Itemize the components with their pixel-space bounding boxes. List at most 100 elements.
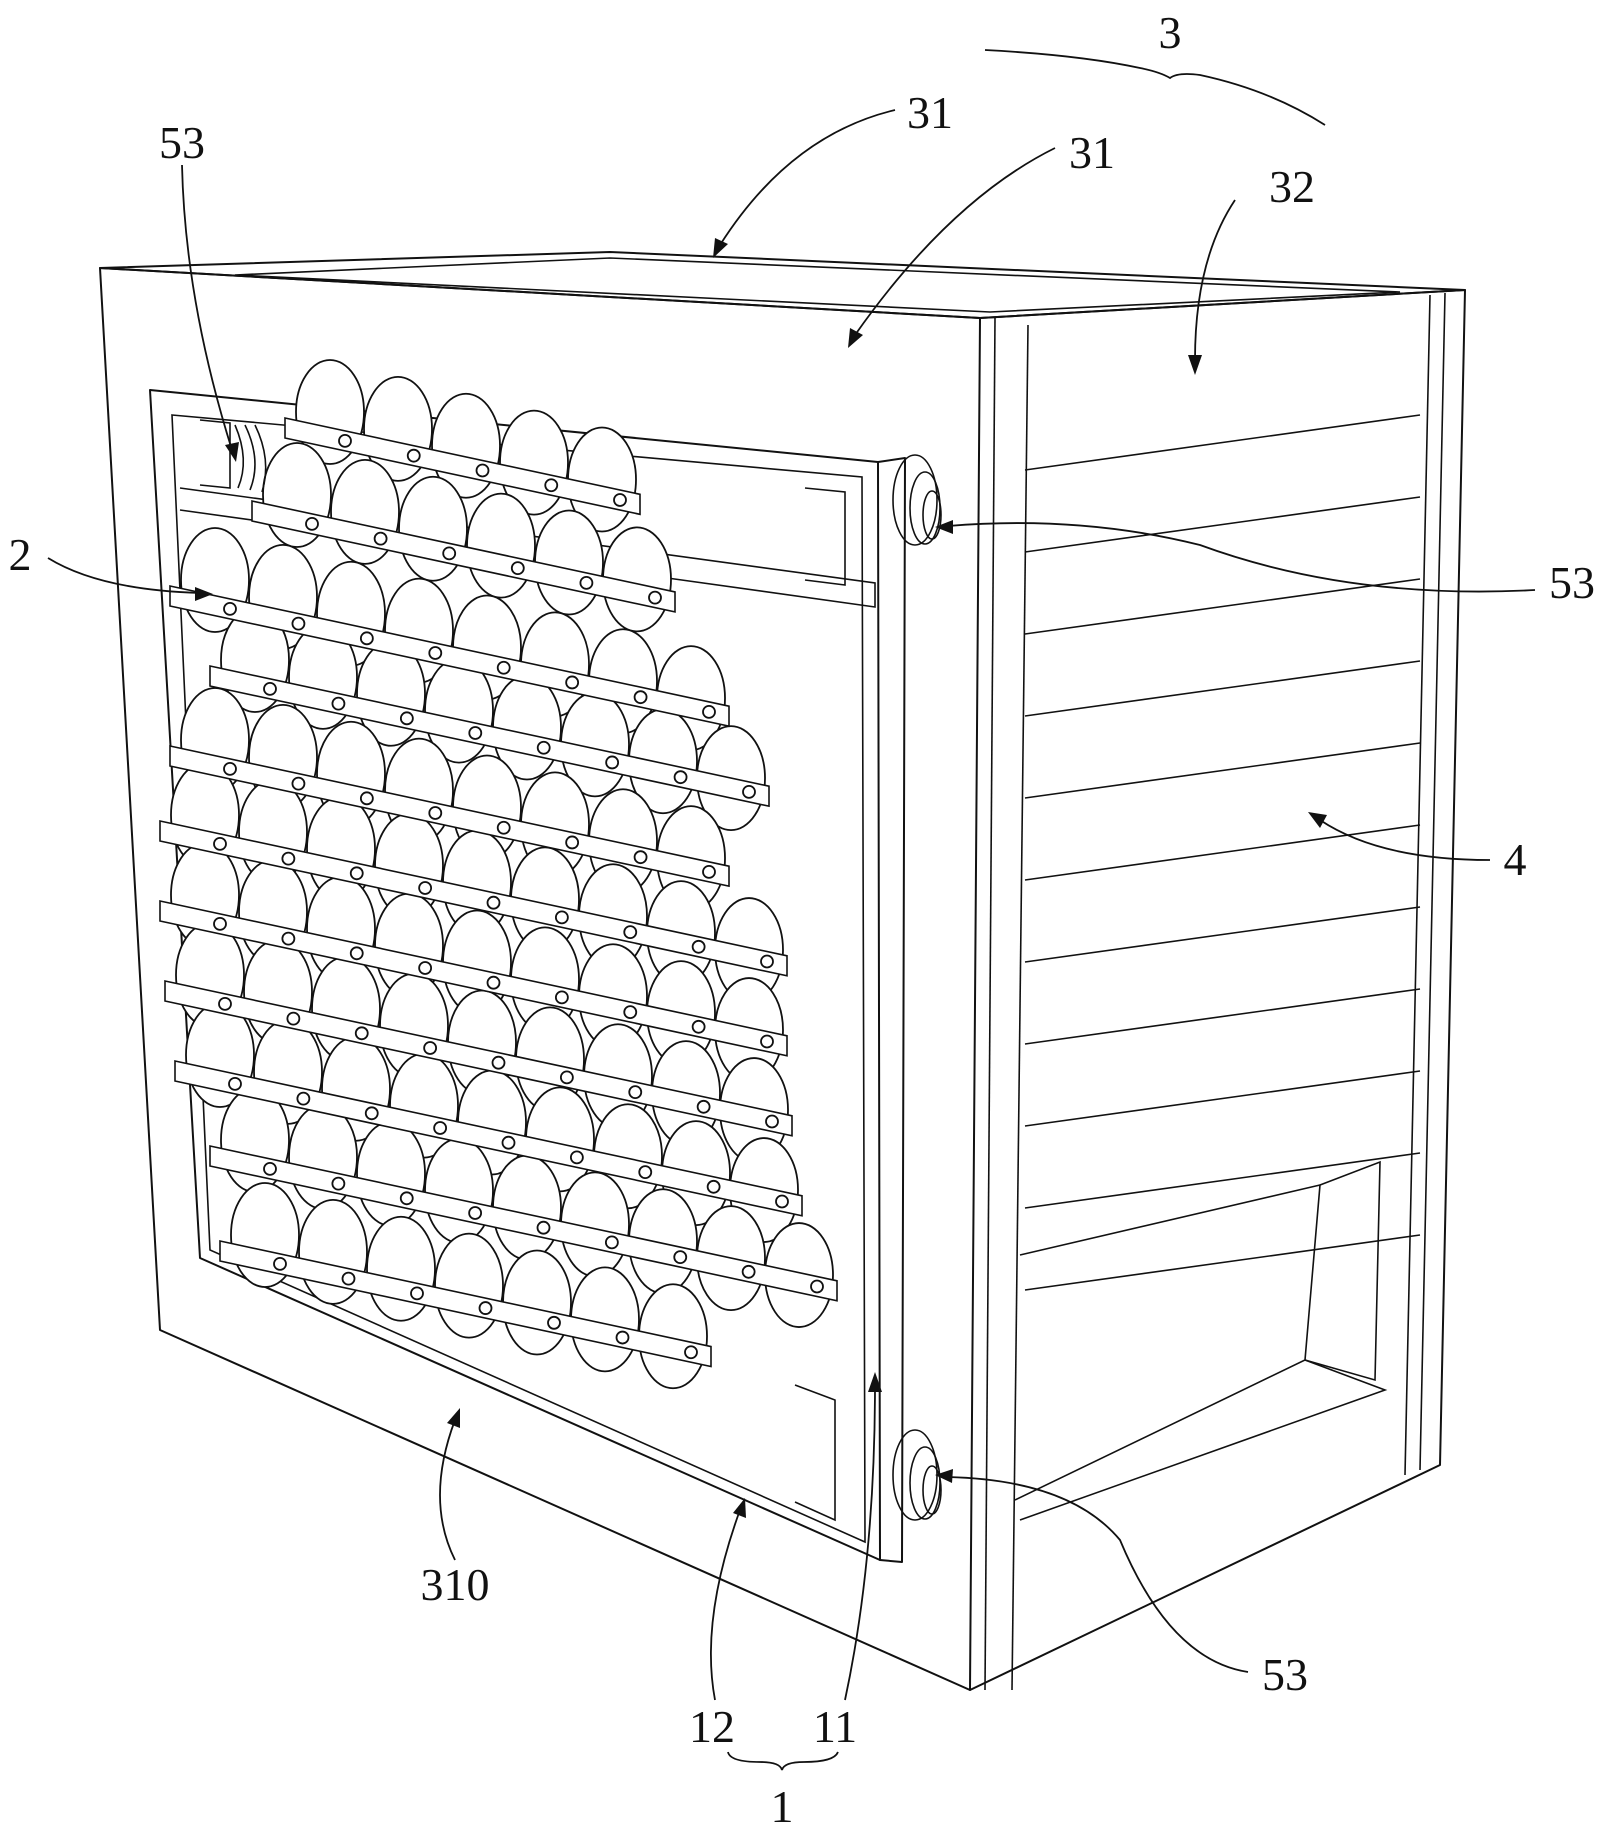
bar-rivet (545, 479, 557, 491)
louvre-slat (1025, 825, 1420, 880)
bar-rivet (274, 1258, 286, 1270)
corner-block-top-right (805, 488, 845, 585)
housing-right-frame-2 (1420, 293, 1445, 1470)
bar-rivet (264, 683, 276, 695)
opening-inner-edge (1305, 1162, 1380, 1380)
bar-rivet (480, 1302, 492, 1314)
bar-rivet (703, 706, 715, 718)
bar-rivet (306, 518, 318, 530)
bar-rivet (685, 1346, 697, 1358)
bar-rivet (606, 1236, 618, 1248)
leader-310 (440, 1420, 455, 1560)
bar-rivet (469, 1207, 481, 1219)
bar-rivet (703, 866, 715, 878)
arrow-32 (1188, 355, 1202, 375)
arrow-12 (733, 1498, 746, 1518)
label-53-right-lower: 53 (1262, 1649, 1308, 1700)
louvre-slat (1025, 1153, 1420, 1208)
label-31-b: 31 (1069, 127, 1115, 178)
louvre-slat (1025, 661, 1420, 716)
bar-rivet (556, 911, 568, 923)
label-2: 2 (9, 529, 32, 580)
bar-rivet (561, 1071, 573, 1083)
bar-rivet (443, 547, 455, 559)
bar-rivet (332, 1178, 344, 1190)
bar-rivet (624, 1006, 636, 1018)
bar-rivet (408, 450, 420, 462)
louvre-slat (1025, 989, 1420, 1044)
label-3: 3 (1159, 7, 1182, 58)
leader-31a (720, 110, 895, 245)
lower-opening (1015, 1162, 1385, 1520)
bar-rivet (624, 926, 636, 938)
bar-rivet (477, 464, 489, 476)
opening-shelf (1020, 1360, 1385, 1520)
bar-rivet (366, 1107, 378, 1119)
bar-rivet (629, 1086, 641, 1098)
louvre-slats (1025, 415, 1420, 1290)
bar-rivet (214, 838, 226, 850)
label-1: 1 (771, 1781, 794, 1832)
label-53-top-left: 53 (159, 117, 205, 168)
leader-53-top-left (182, 165, 232, 450)
bar-rivet (419, 962, 431, 974)
bar-rivet (538, 1222, 550, 1234)
leader-53-right-upper (948, 523, 1535, 591)
bar-rivet (229, 1078, 241, 1090)
bar-rivet (264, 1163, 276, 1175)
leader-12 (711, 1510, 740, 1700)
bar-rivet (488, 977, 500, 989)
bar-rivet (698, 1101, 710, 1113)
bar-rivet (282, 853, 294, 865)
arrow-53-top-left (225, 442, 239, 462)
louvre-slat (1025, 907, 1420, 962)
bar-rivet (743, 1266, 755, 1278)
louvre-slat (1025, 1235, 1420, 1290)
bar-rivet (693, 941, 705, 953)
arrow-31b (848, 328, 863, 348)
bar-rivet (351, 867, 363, 879)
bar-rivet (343, 1273, 355, 1285)
housing-top-face (100, 252, 1465, 318)
bar-rivet (761, 956, 773, 968)
label-53-right-upper: 53 (1549, 557, 1595, 608)
roller-wheel-lower (893, 1430, 941, 1520)
bar-rivet (292, 618, 304, 630)
bar-rivet (292, 778, 304, 790)
bar-rivet (434, 1122, 446, 1134)
bar-rivet (617, 1332, 629, 1344)
bar-rivet (503, 1137, 515, 1149)
leader-4 (1320, 820, 1490, 860)
bar-rivet (571, 1151, 583, 1163)
bar-rivet (424, 1042, 436, 1054)
bar-rivet (606, 756, 618, 768)
arrow-31a (713, 238, 728, 258)
bar-rivet (287, 1013, 299, 1025)
bar-rivet (401, 1192, 413, 1204)
label-310: 310 (421, 1559, 490, 1610)
bar-rivet (538, 742, 550, 754)
label-31-a: 31 (907, 87, 953, 138)
bar-rivet (224, 763, 236, 775)
bar-rivet (361, 792, 373, 804)
bar-rivet (649, 592, 661, 604)
bar-rivet (419, 882, 431, 894)
louvre-slat (1025, 415, 1420, 470)
bar-rivet (811, 1281, 823, 1293)
bar-rivet (498, 822, 510, 834)
filter-disc (503, 1251, 571, 1355)
bar-rivet (776, 1196, 788, 1208)
brace-3 (985, 50, 1325, 125)
bar-rivet (488, 897, 500, 909)
louvre-slat (1025, 579, 1420, 634)
bar-rivet (548, 1317, 560, 1329)
bar-rivet (361, 632, 373, 644)
bar-rivet (766, 1116, 778, 1128)
bar-rivet (297, 1093, 309, 1105)
bar-rivet (635, 851, 647, 863)
bar-rivet (512, 562, 524, 574)
label-4: 4 (1504, 834, 1527, 885)
filter-disc (425, 1139, 493, 1243)
louvre-slat (1025, 497, 1420, 552)
